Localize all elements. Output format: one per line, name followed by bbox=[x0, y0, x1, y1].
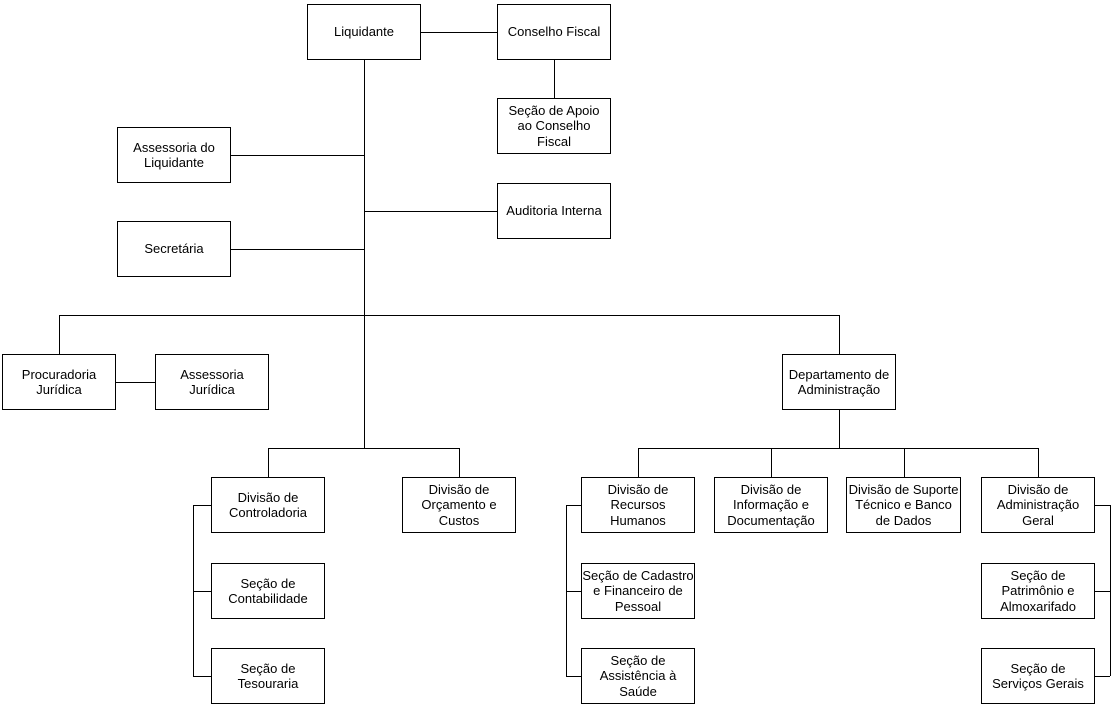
connector-line bbox=[1110, 505, 1111, 676]
org-box-label: Divisão de Administração Geral bbox=[996, 482, 1080, 528]
org-box-assessoria-juridica: Assessoria Jurídica bbox=[155, 354, 269, 410]
connector-line bbox=[59, 315, 60, 354]
org-box-label: Seção de Assistência à Saúde bbox=[599, 653, 677, 699]
org-box-label: Seção de Apoio ao Conselho Fiscal bbox=[508, 103, 600, 149]
org-box-label: Conselho Fiscal bbox=[507, 24, 601, 40]
org-box-label: Divisão de Controladoria bbox=[228, 489, 308, 520]
org-box-label: Secretária bbox=[144, 241, 204, 257]
org-box-label: Divisão de Informação e Documentação bbox=[727, 482, 815, 528]
connector-line bbox=[1095, 591, 1110, 592]
connector-line bbox=[839, 410, 840, 448]
org-box-secao-de-tesouraria: Seção de Tesouraria bbox=[211, 648, 325, 704]
org-box-label: Seção de Serviços Gerais bbox=[992, 660, 1084, 691]
connector-line bbox=[268, 448, 269, 477]
connector-line bbox=[231, 249, 364, 250]
org-box-assessoria-do-liquidante: Assessoria do Liquidante bbox=[117, 127, 231, 183]
org-box-label: Procuradoria Jurídica bbox=[21, 366, 97, 397]
connector-line bbox=[231, 155, 364, 156]
connector-line bbox=[554, 60, 555, 98]
connector-line bbox=[116, 382, 155, 383]
org-box-label: Seção de Cadastro e Financeiro de Pessoa… bbox=[582, 568, 694, 614]
connector-line bbox=[566, 505, 581, 506]
connector-line bbox=[364, 211, 497, 212]
org-box-label: Assessoria Jurídica bbox=[180, 366, 244, 397]
connector-line bbox=[59, 315, 839, 316]
connector-line bbox=[193, 676, 211, 677]
org-box-label: Seção de Patrimônio e Almoxarifado bbox=[1000, 568, 1076, 614]
org-box-conselho-fiscal: Conselho Fiscal bbox=[497, 4, 611, 60]
org-box-label: Assessoria do Liquidante bbox=[133, 139, 215, 170]
org-box-auditoria-interna: Auditoria Interna bbox=[497, 183, 611, 239]
org-box-secretaria: Secretária bbox=[117, 221, 231, 277]
org-box-label: Seção de Tesouraria bbox=[237, 660, 299, 691]
org-box-label: Departamento de Administração bbox=[788, 366, 890, 397]
org-box-secao-assistencia-saude: Seção de Assistência à Saúde bbox=[581, 648, 695, 704]
org-box-label: Seção de Contabilidade bbox=[228, 575, 308, 606]
org-box-secao-apoio-conselho-fiscal: Seção de Apoio ao Conselho Fiscal bbox=[497, 98, 611, 154]
connector-line bbox=[459, 448, 460, 477]
connector-line bbox=[566, 591, 581, 592]
connector-line bbox=[364, 60, 365, 448]
org-box-label: Liquidante bbox=[334, 24, 394, 40]
connector-line bbox=[566, 676, 581, 677]
org-box-secao-de-contabilidade: Seção de Contabilidade bbox=[211, 563, 325, 619]
connector-line bbox=[421, 32, 497, 33]
connector-line bbox=[839, 315, 840, 354]
org-box-label: Divisão de Suporte Técnico e Banco de Da… bbox=[848, 482, 959, 528]
org-box-divisao-recursos-humanos: Divisão de Recursos Humanos bbox=[581, 477, 695, 533]
org-box-secao-cadastro-financeiro: Seção de Cadastro e Financeiro de Pessoa… bbox=[581, 563, 695, 619]
connector-line bbox=[1095, 676, 1110, 677]
connector-line bbox=[268, 448, 459, 449]
connector-line bbox=[638, 448, 1038, 449]
org-box-liquidante: Liquidante bbox=[307, 4, 421, 60]
connector-line bbox=[771, 448, 772, 477]
connector-line bbox=[904, 448, 905, 477]
org-box-divisao-suporte-tecnico: Divisão de Suporte Técnico e Banco de Da… bbox=[846, 477, 961, 533]
org-box-divisao-administracao-geral: Divisão de Administração Geral bbox=[981, 477, 1095, 533]
connector-line bbox=[193, 505, 211, 506]
org-box-label: Auditoria Interna bbox=[506, 203, 602, 219]
org-box-label: Divisão de Recursos Humanos bbox=[607, 482, 669, 528]
connector-line bbox=[566, 505, 567, 676]
org-box-secao-patrimonio-almoxarifado: Seção de Patrimônio e Almoxarifado bbox=[981, 563, 1095, 619]
org-box-secao-servicos-gerais: Seção de Serviços Gerais bbox=[981, 648, 1095, 704]
org-box-departamento-de-administracao: Departamento de Administração bbox=[782, 354, 896, 410]
connector-line bbox=[1038, 448, 1039, 477]
org-box-divisao-orcamento-custos: Divisão de Orçamento e Custos bbox=[402, 477, 516, 533]
org-box-divisao-informacao-documentacao: Divisão de Informação e Documentação bbox=[714, 477, 828, 533]
connector-line bbox=[1095, 505, 1110, 506]
org-box-divisao-de-controladoria: Divisão de Controladoria bbox=[211, 477, 325, 533]
connector-line bbox=[638, 448, 639, 477]
connector-line bbox=[193, 591, 211, 592]
org-box-label: Divisão de Orçamento e Custos bbox=[421, 482, 497, 528]
connector-line bbox=[193, 505, 194, 676]
org-box-procuradoria-juridica: Procuradoria Jurídica bbox=[2, 354, 116, 410]
